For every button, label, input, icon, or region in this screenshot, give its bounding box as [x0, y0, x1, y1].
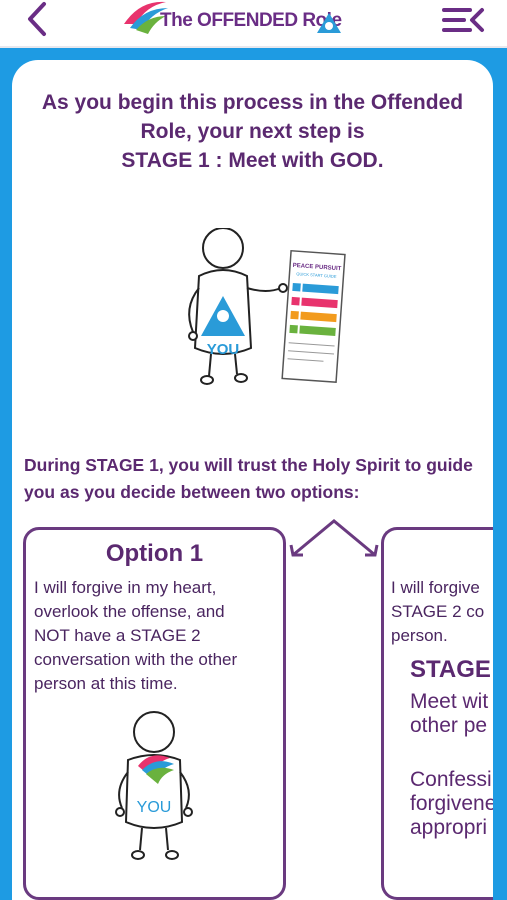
during-stage-text: During STAGE 1, you will trust the Holy …	[24, 455, 473, 502]
stage-line: Confessi	[410, 768, 492, 791]
option-2-card[interactable]: I will forgive STAGE 2 co person. STAGE …	[381, 527, 493, 900]
option-1-line: I will forgive in my heart,	[34, 578, 217, 597]
menu-button[interactable]	[440, 4, 488, 38]
chevron-left-icon	[28, 2, 46, 36]
guide-title: PEACE PURSUIT	[292, 263, 341, 272]
stage-step-text: Confessi forgivene appropri	[410, 768, 493, 840]
intro-line: STAGE 1 : Meet with GOD.	[121, 149, 384, 172]
menu-collapse-icon	[442, 8, 484, 32]
figure-label: YOU	[207, 341, 240, 358]
stage-line: Meet wit	[410, 690, 489, 713]
figure-illustration: YOU	[115, 711, 193, 860]
option-2-line: STAGE 2 co	[391, 602, 485, 621]
figure-with-guide-illustration: YOU PEACE PURSUIT QUICK START GUIDE	[188, 228, 346, 385]
stage-step-text: Meet wit other pe	[410, 690, 488, 738]
top-bar: The OFFENDED Role	[0, 0, 507, 48]
intro-line: Role, your next step is	[140, 120, 365, 143]
app-logo: The OFFENDED Role	[120, 0, 360, 44]
content-card[interactable]: As you begin this process in the Offende…	[12, 60, 493, 900]
option-2-description: I will forgive STAGE 2 co person.	[391, 576, 493, 648]
option-1-line: person at this time.	[34, 674, 178, 693]
app-title: The OFFENDED Role	[160, 10, 342, 31]
split-arrows-icon	[289, 519, 379, 557]
option-1-line: NOT have a STAGE 2	[34, 626, 201, 645]
stage-line: other pe	[410, 714, 488, 737]
stage-line: appropri	[410, 816, 488, 839]
guide-subtitle: QUICK START GUIDE	[296, 271, 337, 279]
figure-label: YOU	[137, 799, 172, 816]
stage-line: forgivene	[410, 792, 493, 815]
option-2-line: I will forgive	[391, 578, 480, 597]
option-2-line: person.	[391, 626, 448, 645]
option-1-card[interactable]: Option 1 I will forgive in my heart, ove…	[23, 527, 286, 900]
intro-line: As you begin this process in the Offende…	[41, 91, 464, 114]
option-1-description: I will forgive in my heart, overlook the…	[34, 576, 282, 696]
stage-heading: STAGE	[410, 656, 491, 683]
option-1-line: conversation with the other	[34, 650, 238, 669]
intro-text: As you begin this process in the Offende…	[12, 88, 493, 175]
swoosh-logo-icon	[124, 1, 168, 34]
triangle-badge-icon	[317, 13, 341, 33]
option-1-title: Option 1	[105, 540, 204, 567]
option-1-line: overlook the offense, and	[34, 602, 225, 621]
back-button[interactable]	[22, 0, 52, 40]
